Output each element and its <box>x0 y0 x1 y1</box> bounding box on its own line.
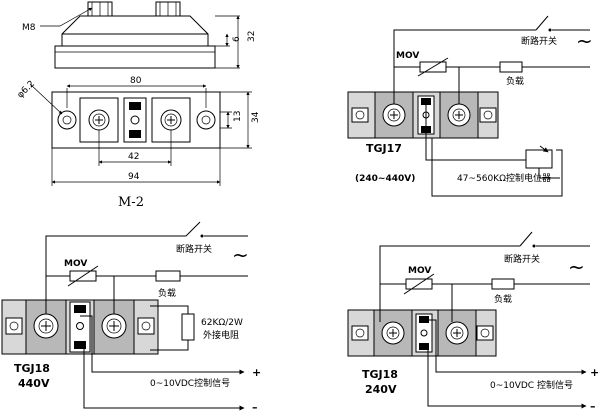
tgj18-240-minus: – <box>590 400 596 411</box>
tgj18-440-voltage: 440V <box>18 377 50 390</box>
dim-42: 42 <box>128 152 139 162</box>
dim-80: 80 <box>130 76 142 86</box>
tgj18-240-plus: + <box>590 366 599 379</box>
tgj18-440-circuit: MOV 断路开关 ~ 负载 62KΩ/2W 外接电阻 TGJ18 440V 0~… <box>1 221 261 411</box>
tgj18-240-signal-label: 0~10VDC 控制信号 <box>490 379 573 391</box>
tgj18-240-voltage: 240V <box>365 383 397 396</box>
tgj18-240-breaker-label: 断路开关 <box>504 253 540 265</box>
tgj18-440-load-label: 负载 <box>158 287 176 299</box>
tgj18-440-breaker-label: 断路开关 <box>176 243 212 255</box>
tgj18-240-model: TGJ18 <box>362 368 398 381</box>
tgj18-440-resistor-value: 62KΩ/2W <box>201 318 243 328</box>
side-view <box>54 1 216 69</box>
tgj18-440-resistor-label: 外接电阻 <box>203 329 239 341</box>
tgj18-440-signal-label: 0~10VDC控制信号 <box>150 377 230 389</box>
dim-6: 6 <box>232 36 242 42</box>
dim-diameter: φ6.2 <box>16 79 37 100</box>
tgj17-pot-label: 47~560KΩ控制电位器 <box>457 172 551 184</box>
tgj17-breaker-label: 断路开关 <box>521 35 557 47</box>
tgj18-440-model: TGJ18 <box>14 362 50 375</box>
tgj18-240-circuit: MOV 断路开关 ~ 负载 TGJ18 240V 0~10VDC 控制信号 + … <box>347 231 599 411</box>
dim-13: 13 <box>233 111 243 122</box>
tgj18-440-mov-label: MOV <box>64 259 87 269</box>
dim-34: 34 <box>251 111 261 123</box>
tgj18-240-ac-symbol: ~ <box>568 255 585 279</box>
dim-32: 32 <box>247 31 257 42</box>
tgj18-240-mov-label: MOV <box>408 266 431 276</box>
dim-m8: M8 <box>22 23 36 33</box>
mechanical-drawing: M8 6 32 <box>16 1 261 210</box>
tgj17-voltage: (240~440V) <box>355 174 415 184</box>
dim-94: 94 <box>128 172 140 182</box>
tgj18-240-load-label: 负载 <box>494 293 512 305</box>
tgj17-circuit: MOV 断路开关 ~ 负载 TGJ17 (240~440V) 47~560KΩ控… <box>347 15 593 197</box>
tgj18-440-minus: – <box>252 401 258 411</box>
tgj17-mov-label: MOV <box>396 51 419 61</box>
tgj18-440-plus: + <box>252 366 261 379</box>
tgj17-model: TGJ17 <box>366 142 402 155</box>
tgj17-load-label: 负载 <box>506 75 524 87</box>
top-view <box>51 91 221 149</box>
drawing-caption: M-2 <box>118 195 144 210</box>
tgj17-ac-symbol: ~ <box>576 29 593 53</box>
tgj18-440-ac-symbol: ~ <box>232 243 249 267</box>
